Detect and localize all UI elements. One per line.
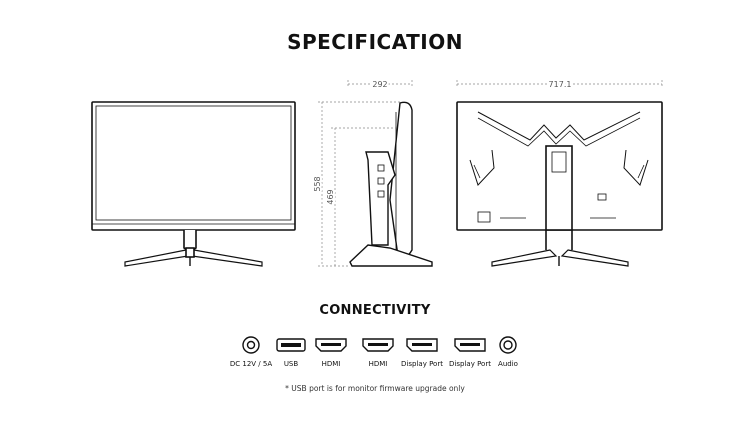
- hdmi-icon: [348, 333, 408, 357]
- port-label: HDMI: [368, 360, 388, 368]
- port-audio: Audio: [478, 333, 538, 368]
- displayport-icon: [440, 333, 500, 357]
- port-label: Audio: [498, 360, 518, 368]
- displayport-icon: [392, 333, 452, 357]
- side-dimensions: [318, 80, 413, 267]
- port-hdmi-2: HDMI: [348, 333, 408, 368]
- width-dimension-label: 717.1: [549, 80, 572, 89]
- hdmi-icon: [301, 333, 361, 357]
- port-label: USB: [283, 360, 299, 368]
- port-dc-power: DC 12V / 5A: [221, 333, 281, 368]
- port-displayport-2: Display Port: [440, 333, 500, 368]
- usb-footnote: * USB port is for monitor firmware upgra…: [285, 384, 465, 393]
- back-view: [456, 101, 663, 267]
- port-usb: USB: [261, 333, 321, 368]
- back-dimensions: [456, 80, 663, 88]
- total-height-label: 558: [313, 176, 322, 191]
- front-view: [91, 101, 296, 267]
- page-title: SPECIFICATION: [287, 30, 463, 54]
- side-view: [349, 101, 433, 267]
- audio-jack-icon: [478, 333, 538, 357]
- port-displayport-1: Display Port: [392, 333, 452, 368]
- depth-dimension-label: 292: [372, 80, 387, 89]
- port-label: DC 12V / 5A: [229, 360, 273, 368]
- port-label: Display Port: [401, 360, 443, 368]
- dc-power-icon: [221, 333, 281, 357]
- port-hdmi-1: HDMI: [301, 333, 361, 368]
- usb-icon: [261, 333, 321, 357]
- connectivity-title: CONNECTIVITY: [319, 303, 431, 318]
- port-label: HDMI: [321, 360, 341, 368]
- monitor-drawings: 292 558 469 717.1: [91, 78, 663, 267]
- panel-height-label: 469: [326, 189, 335, 204]
- port-label: Display Port: [449, 360, 491, 368]
